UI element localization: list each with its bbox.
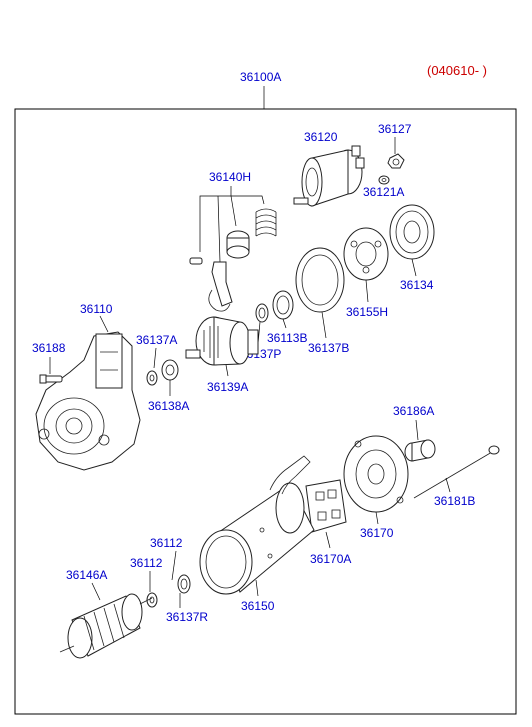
label-36139A[interactable]: 36139A bbox=[207, 380, 248, 394]
end-cover-part[interactable] bbox=[389, 204, 435, 260]
label-36150[interactable]: 36150 bbox=[241, 599, 275, 613]
leader-36110 bbox=[99, 315, 109, 333]
armature-part[interactable] bbox=[59, 593, 153, 659]
label-36140H[interactable]: 36140H bbox=[209, 170, 251, 184]
washer-part[interactable] bbox=[378, 175, 390, 185]
label-36146A[interactable]: 36146A bbox=[66, 568, 107, 582]
plunger-part[interactable] bbox=[226, 230, 250, 259]
shift-lever-part[interactable] bbox=[208, 261, 233, 312]
assembly-label[interactable]: 36100A bbox=[240, 70, 281, 84]
label-36188[interactable]: 36188 bbox=[32, 341, 66, 355]
through-bolt-part[interactable] bbox=[413, 445, 500, 499]
spring-part[interactable] bbox=[255, 208, 277, 237]
label-36112-b[interactable]: 36112 bbox=[130, 556, 163, 570]
label-36170[interactable]: 36170 bbox=[360, 526, 394, 540]
solenoid-part[interactable] bbox=[293, 145, 365, 207]
label-36137A[interactable]: 36137A bbox=[136, 333, 177, 347]
assembly-frame bbox=[14, 108, 517, 715]
yoke-part[interactable] bbox=[199, 455, 315, 595]
label-36113B[interactable]: 36113B bbox=[267, 331, 307, 345]
leader-36170 bbox=[375, 511, 379, 525]
revision-note: (040610- ) bbox=[427, 63, 487, 78]
leader-36146a bbox=[91, 582, 101, 601]
leader-36134 bbox=[411, 258, 417, 277]
brush-holder-part[interactable] bbox=[305, 479, 347, 533]
ring-36137r-part[interactable] bbox=[177, 574, 191, 594]
leader-36140h-a bbox=[199, 186, 232, 252]
leader-36150 bbox=[255, 579, 259, 597]
leader-36140h-c bbox=[230, 195, 237, 227]
label-36112-a[interactable]: 36112 bbox=[150, 536, 183, 550]
label-36121A[interactable]: 36121A bbox=[363, 185, 404, 199]
brush-plate-part[interactable] bbox=[343, 227, 389, 281]
leader-36112-a bbox=[171, 550, 177, 581]
collar-36138a-part[interactable] bbox=[161, 359, 179, 381]
pin-part[interactable] bbox=[189, 257, 203, 265]
leader-36137a bbox=[153, 347, 157, 369]
label-36181B[interactable]: 36181B bbox=[434, 494, 475, 508]
label-36137B[interactable]: 36137B bbox=[308, 341, 349, 355]
leader-36140h-d bbox=[231, 195, 265, 205]
washer-36137a-part[interactable] bbox=[146, 370, 158, 386]
leader-36181b bbox=[445, 477, 451, 493]
leader-36170a bbox=[325, 531, 331, 549]
label-36186A[interactable]: 36186A bbox=[393, 404, 434, 418]
leader-36186a bbox=[415, 419, 419, 441]
bolt-36188-part[interactable] bbox=[39, 374, 63, 384]
washer-36113b-part[interactable] bbox=[272, 290, 294, 320]
label-36138A[interactable]: 36138A bbox=[148, 399, 189, 413]
label-36155H[interactable]: 36155H bbox=[346, 305, 388, 319]
leader-36155h bbox=[365, 279, 369, 303]
pinion-clutch-part[interactable] bbox=[185, 316, 259, 366]
rear-bracket-part[interactable] bbox=[343, 435, 409, 513]
label-36137R[interactable]: 36137R bbox=[166, 610, 208, 624]
washer-36137p-part[interactable] bbox=[255, 303, 269, 323]
label-36120[interactable]: 36120 bbox=[304, 130, 338, 144]
label-36127[interactable]: 36127 bbox=[378, 122, 412, 136]
nut-part[interactable] bbox=[387, 153, 405, 169]
bushing-part[interactable] bbox=[404, 439, 436, 462]
label-36170A[interactable]: 36170A bbox=[310, 552, 351, 566]
label-36134[interactable]: 36134 bbox=[400, 278, 434, 292]
leader-36140h-b bbox=[217, 195, 221, 263]
leader-36113b bbox=[282, 318, 287, 329]
leader-36137b bbox=[321, 311, 327, 339]
leader-36139a bbox=[225, 364, 229, 377]
washer-36112-part[interactable] bbox=[146, 592, 158, 608]
label-36110[interactable]: 36110 bbox=[80, 302, 113, 316]
gasket-ring-part[interactable] bbox=[295, 247, 345, 313]
